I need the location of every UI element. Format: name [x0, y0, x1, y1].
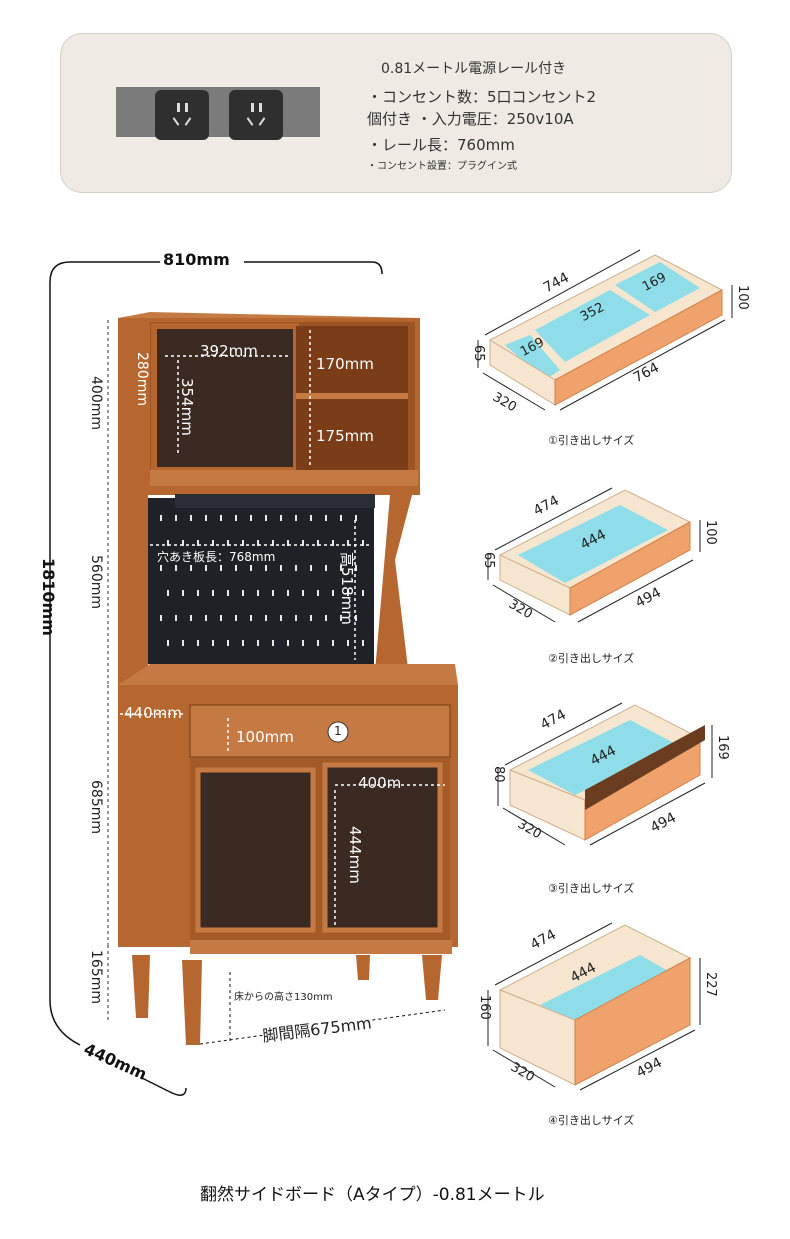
dim-floor-clearance: 床からの高さ130mm	[234, 988, 333, 1003]
spec-voltage: 個付き ・入力電圧：250v10A	[367, 110, 574, 128]
spec-length: ・レール長：760mm	[367, 136, 515, 154]
dim-pegboard-width: 穴あき板長：768mm	[157, 550, 276, 564]
power-rail-image	[116, 87, 320, 137]
outlet-icon	[229, 90, 283, 140]
drawer-4-side-height: 160	[477, 995, 492, 1020]
power-rail-title: 0.81メートル電源レール付き	[381, 61, 567, 77]
drawer-4-caption: ④引き出しサイズ	[548, 1114, 635, 1127]
drawer-3-side-height: 80	[491, 766, 506, 783]
drawer-2-front-height: 100	[703, 520, 718, 545]
dim-lower-door-width: 400m	[358, 774, 402, 792]
drawer-2-side-height: 65	[481, 552, 496, 569]
drawer-1-side-height: 65	[471, 345, 486, 362]
dim-drawer-depth: 440mm	[124, 704, 182, 722]
dim-top-door-width: 392mm	[200, 342, 258, 360]
spec-install: ・コンセント設置：プラグイン式	[367, 161, 517, 172]
spec-outlets: ・コンセント数：5口コンセント2	[367, 88, 597, 106]
drawer-number-badge: 1	[334, 724, 342, 738]
power-rail-specs: 0.81メートル電源レール付き ・コンセント数：5口コンセント2 個付き ・入力…	[367, 58, 596, 178]
dim-shelf-170: 170mm	[316, 355, 374, 373]
dim-drawer-height: 100mm	[236, 728, 294, 746]
drawer-1-caption: ①引き出しサイズ	[548, 434, 635, 447]
drawer-2-caption: ②引き出しサイズ	[548, 652, 635, 665]
dim-width: 810mm	[163, 250, 230, 269]
drawer-2-diagram	[487, 487, 701, 623]
drawer-4-front-height: 227	[703, 972, 718, 997]
drawer-4-diagram	[487, 922, 701, 1091]
outlet-icon	[155, 90, 209, 140]
drawer-1-diagram	[477, 249, 733, 411]
dim-shelf-175: 175mm	[316, 427, 374, 445]
power-rail-card: 0.81メートル電源レール付き ・コンセント数：5口コンセント2 個付き ・入力…	[60, 33, 732, 193]
drawer-3-front-height: 169	[715, 735, 730, 760]
drawer-3-diagram	[497, 702, 713, 846]
product-title: 翻然サイドボード（Aタイプ）-0.81メートル	[200, 1185, 545, 1205]
drawer-1-front-height: 100	[735, 285, 750, 310]
drawer-3-caption: ③引き出しサイズ	[548, 882, 635, 895]
